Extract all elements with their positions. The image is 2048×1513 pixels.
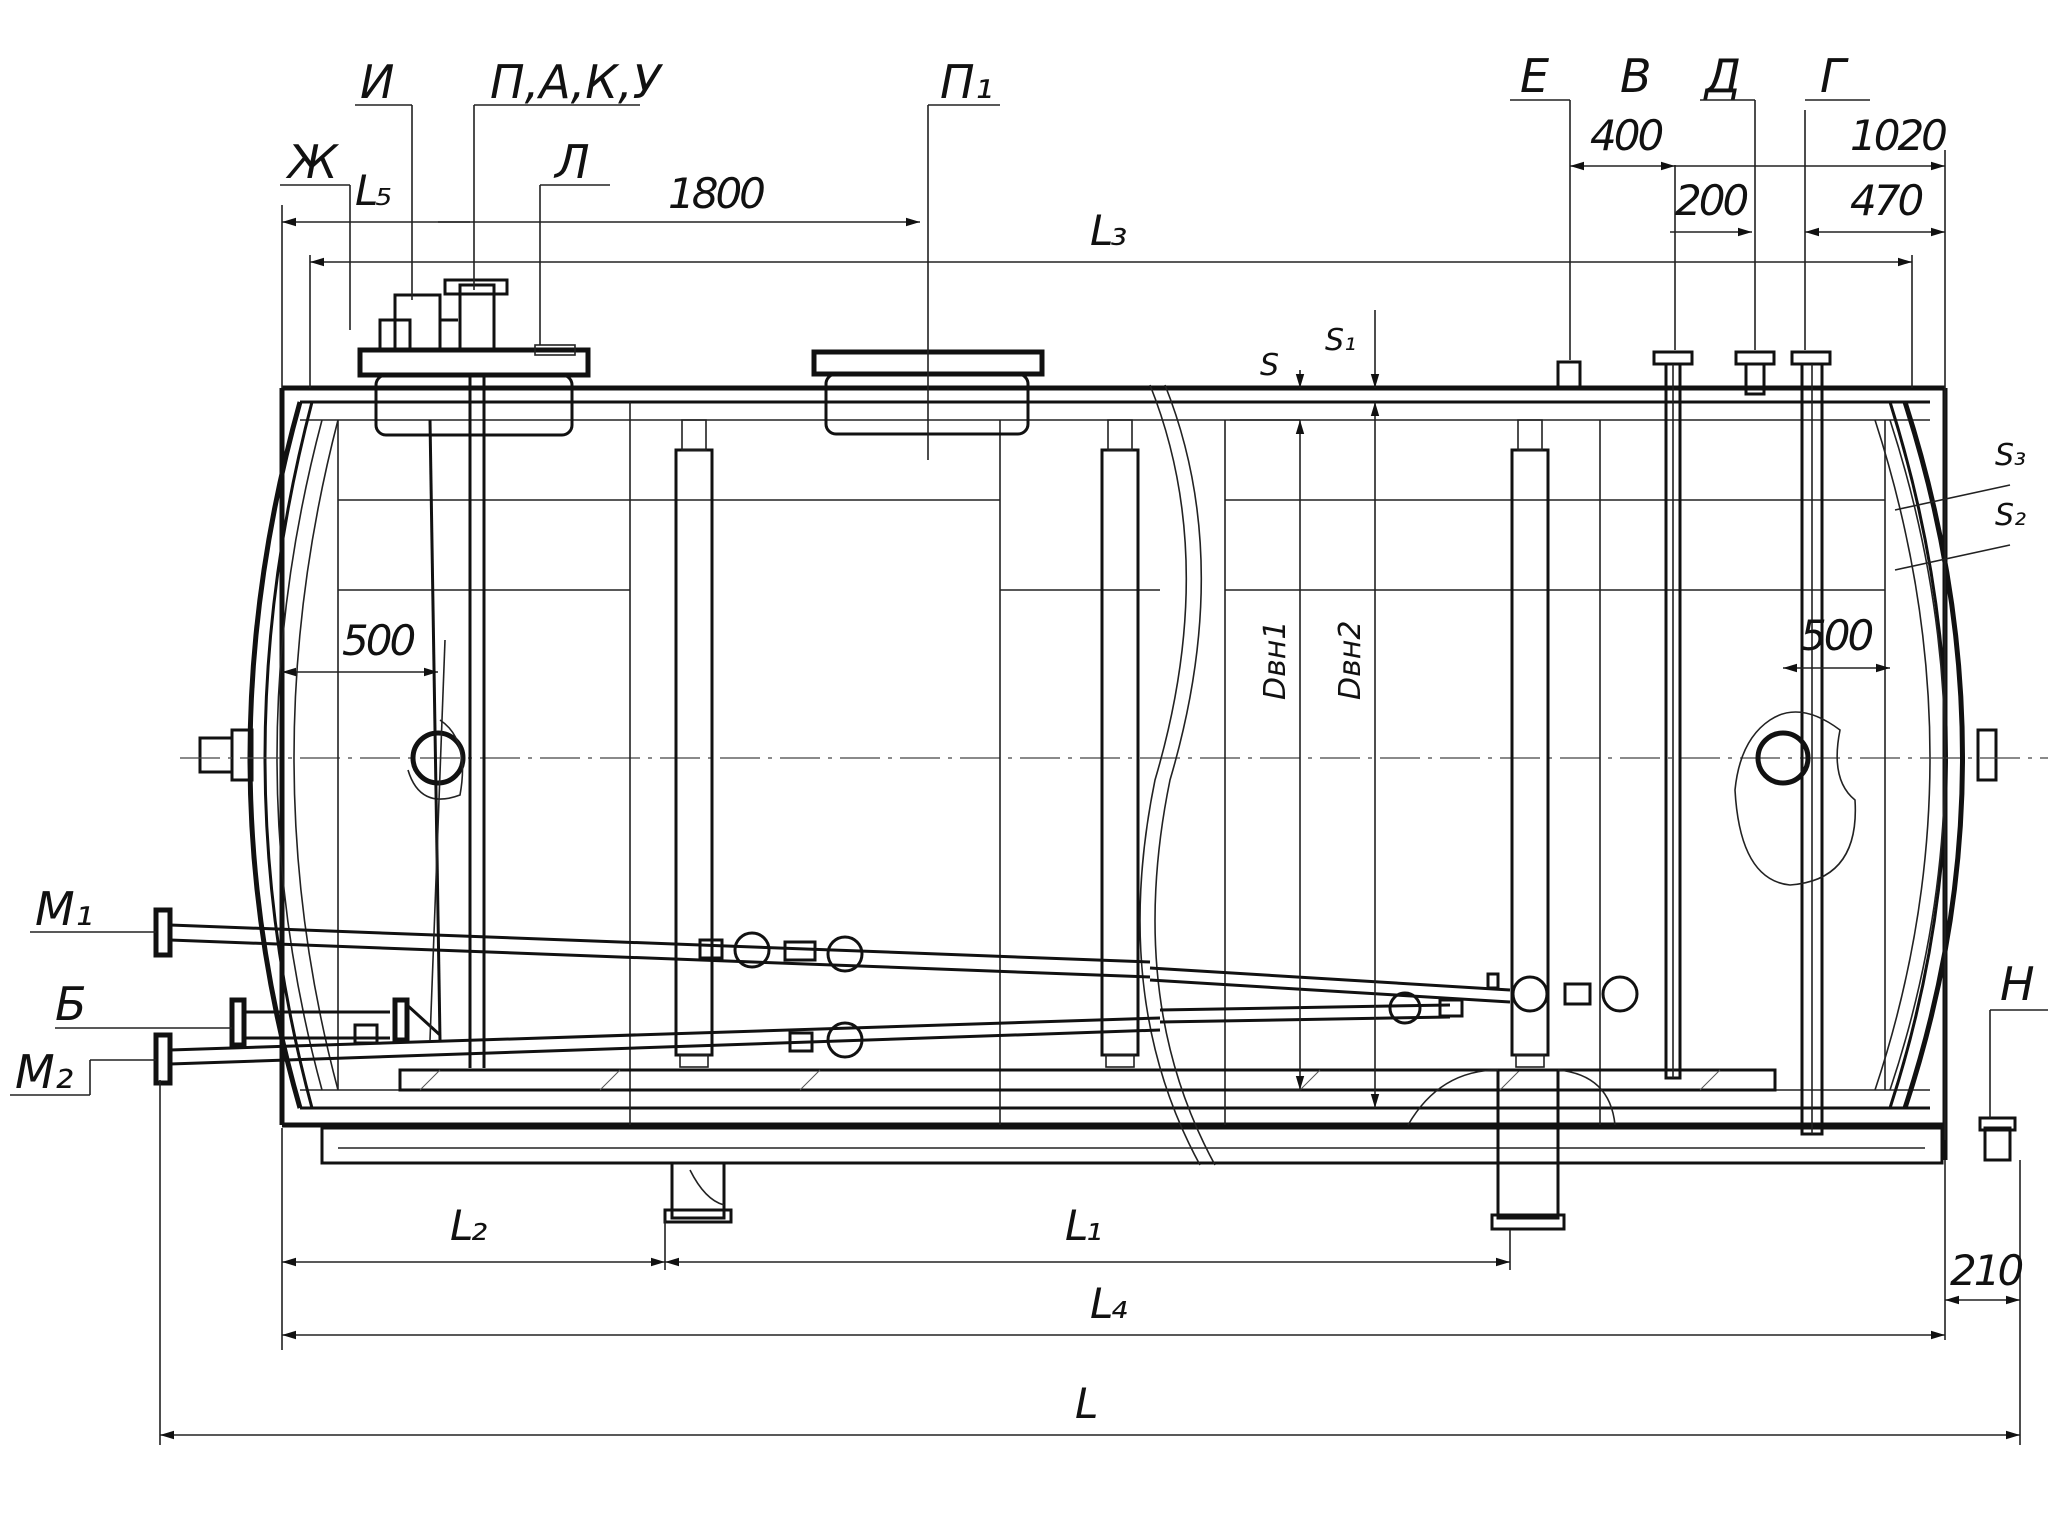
label-m1: М₁ [35, 882, 93, 936]
callout-labels: И П,А,К,У П₁ Е В Д Г Ж Л М₁ Б М₂ Н [15, 49, 2035, 1099]
break-line [1139, 384, 1216, 1166]
dim-L2: L₂ [450, 1201, 487, 1250]
dim-S2: S₂ [1995, 498, 2026, 533]
dim-L3: L₃ [1090, 206, 1126, 255]
dim-500-right: 500 [1800, 611, 1872, 660]
dim-L: L [1075, 1379, 1096, 1428]
support-columns [674, 419, 1550, 1068]
internal-structure [337, 402, 1886, 1125]
dim-1800: 1800 [668, 169, 764, 218]
label-v: В [1620, 49, 1652, 103]
right-head [1874, 401, 1998, 1109]
dimension-lines [159, 110, 2021, 1445]
label-zh: Ж [285, 135, 340, 189]
dim-S: S [1260, 348, 1279, 383]
vessel-shell [279, 385, 1948, 1165]
label-b: Б [55, 977, 87, 1031]
label-pakuy: П,А,К,У [490, 55, 664, 109]
dim-500-left: 500 [342, 616, 414, 665]
dim-L1: L₁ [1065, 1201, 1100, 1250]
dimension-labels: 1800 L₅ L₃ 400 1020 200 470 500 500 L₂ L… [342, 111, 2026, 1428]
label-i: И [360, 55, 394, 109]
label-g: Г [1820, 49, 1849, 103]
side-openings [407, 711, 1857, 886]
dim-L5: L₅ [355, 166, 391, 215]
pipes [153, 419, 1639, 1086]
label-m2: М₂ [15, 1045, 73, 1099]
dim-200: 200 [1675, 176, 1747, 225]
dim-Dvn2: Dвн2 [1333, 621, 1368, 700]
top-nozzles [1556, 350, 1832, 1136]
dim-S3: S₃ [1995, 438, 2026, 473]
dim-470: 470 [1850, 176, 1922, 225]
bottom-outlets [663, 1068, 2017, 1231]
left-head [198, 401, 339, 1109]
label-n: Н [2000, 957, 2035, 1011]
label-e: Е [1520, 49, 1549, 103]
dim-400: 400 [1590, 111, 1662, 160]
label-l: Л [553, 135, 590, 189]
label-p1: П₁ [940, 55, 993, 109]
dim-L4: L₄ [1090, 1279, 1127, 1328]
dim-1020: 1020 [1850, 111, 1946, 160]
dim-S1: S₁ [1325, 323, 1356, 358]
dim-Dvn1: Dвн1 [1258, 621, 1293, 700]
dim-210: 210 [1950, 1246, 2022, 1295]
callout-leaders [10, 99, 2048, 1118]
label-d: Д [1703, 49, 1741, 103]
